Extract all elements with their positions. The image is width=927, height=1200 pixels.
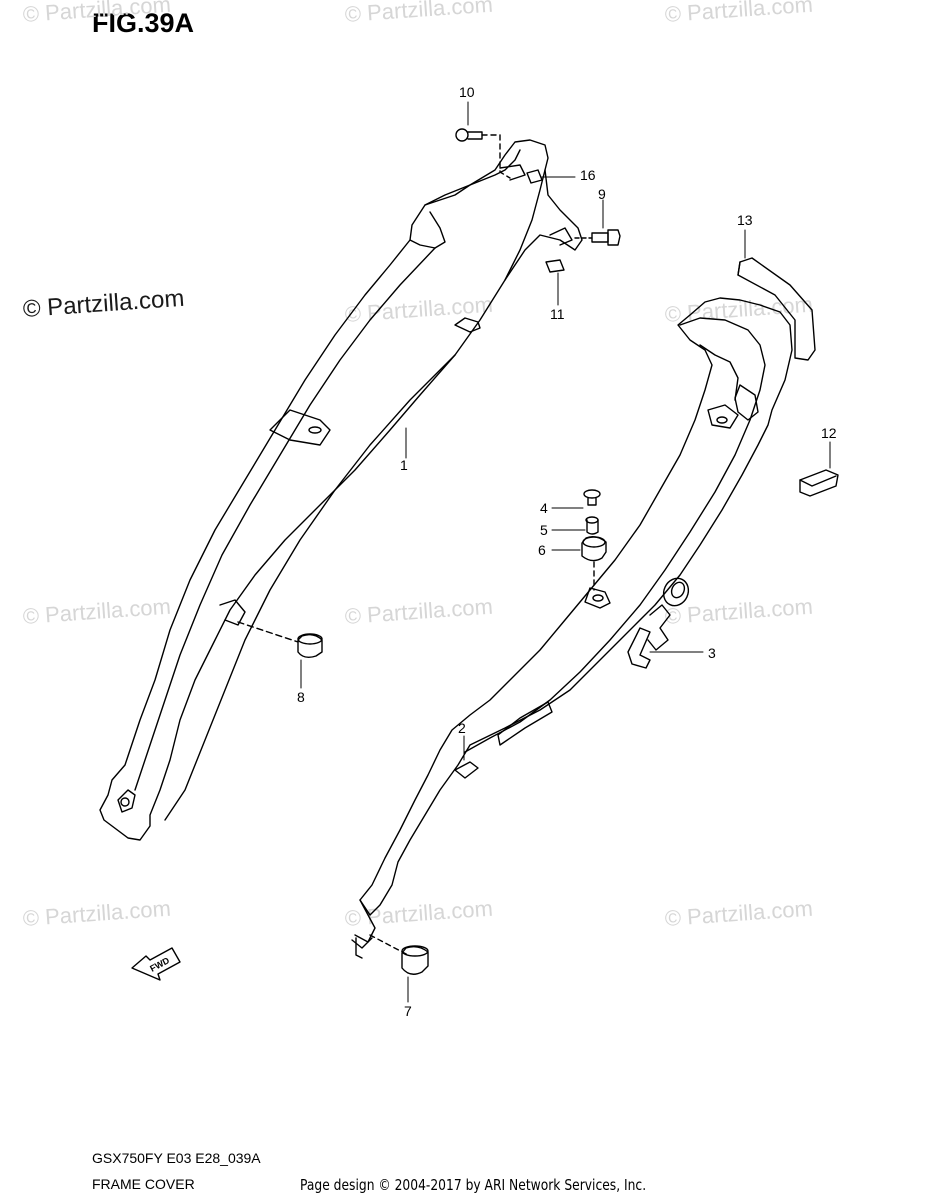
fwd-arrow [131,947,181,981]
clip-16 [526,169,543,184]
grommet-7 [401,945,429,975]
figure-title: FIG.39A [92,8,195,38]
side-cover-right [351,297,793,959]
grommet-6 [581,535,607,591]
callout-1: 1 [400,457,408,473]
screw-4 [583,489,601,506]
figure-name: FRAME COVER [92,1176,195,1192]
copyright-notice: Page design © 2004-2017 by ARI Network S… [300,1176,647,1194]
callout-11: 11 [550,306,565,322]
callout-10: 10 [459,84,475,100]
callout-7: 7 [404,1003,412,1019]
emblem-750 [627,577,690,669]
cushion-12 [799,469,839,497]
bolt-9 [574,229,621,246]
leader-lines [300,101,831,1003]
callout-2: 2 [458,720,466,736]
clip-11 [545,259,565,273]
collar-5 [585,516,599,535]
callout-8: 8 [297,689,305,705]
grommet-8 [237,621,323,659]
callout-5: 5 [540,522,548,538]
bolt-10 [455,128,511,179]
model-code: GSX750FY E03 E28_039A [92,1150,261,1166]
callout-4: 4 [540,500,548,516]
callout-12: 12 [821,425,837,441]
frame-cover-left [99,139,583,841]
callout-13: 13 [737,212,753,228]
callout-6: 6 [538,542,546,558]
trim-strip-13 [737,257,816,361]
callout-9: 9 [598,186,606,202]
callout-16: 16 [580,167,596,183]
callout-3: 3 [708,645,716,661]
